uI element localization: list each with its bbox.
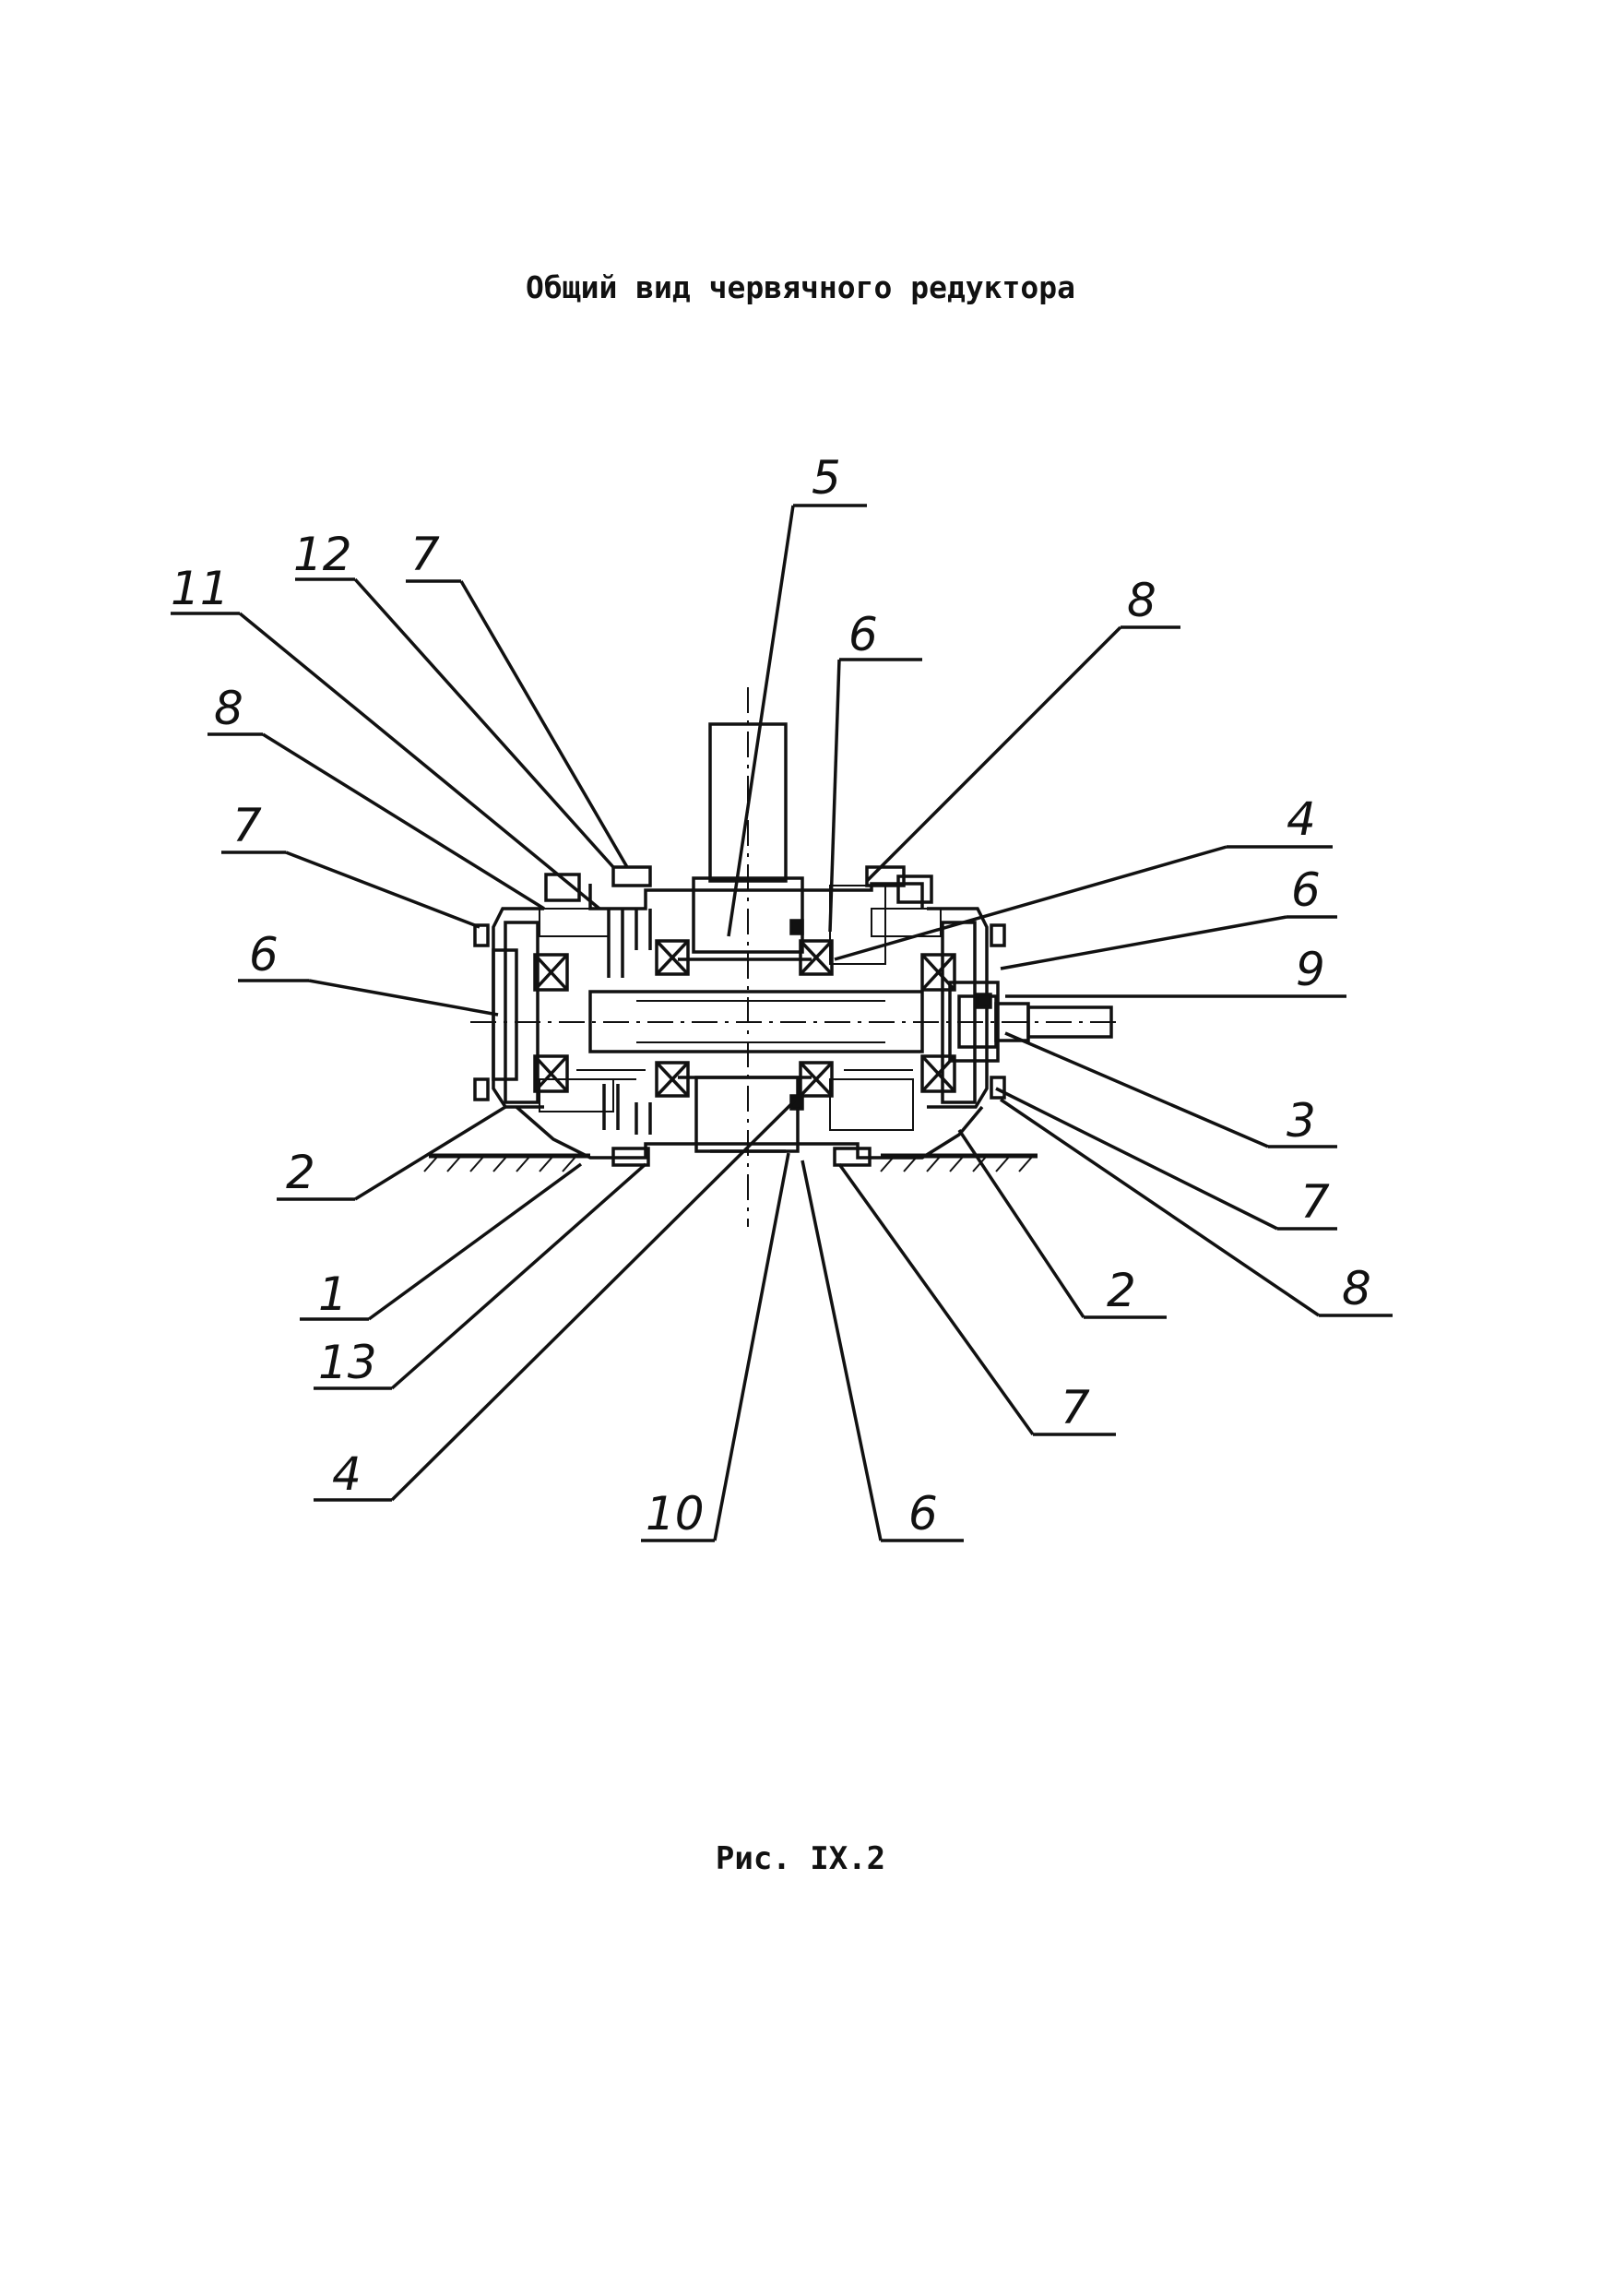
callout-8: 8 (214, 682, 243, 735)
callout-1: 1 (318, 1267, 348, 1321)
callout-13: 13 (318, 1336, 377, 1389)
callout-10: 10 (646, 1487, 705, 1541)
callout-4: 4 (1287, 792, 1316, 846)
callout-5: 5 (812, 451, 841, 505)
figure-caption: Рис. IX.2 (715, 1840, 886, 1877)
callout-labels: 5 7 12 11 8 6 8 7 6 4 6 9 2 3 7 1 2 8 13… (171, 451, 1371, 1541)
housing (473, 865, 1006, 1167)
callout-6: 6 (1291, 863, 1321, 917)
callout-6: 6 (848, 608, 878, 661)
callout-6: 6 (249, 928, 279, 981)
callout-6: 6 (908, 1487, 938, 1541)
callout-11: 11 (171, 562, 230, 615)
callout-7: 7 (232, 799, 262, 852)
worm-wheel (576, 909, 992, 1135)
callout-4: 4 (332, 1447, 362, 1501)
vertical-shaft (692, 687, 804, 1227)
callout-8: 8 (1127, 574, 1156, 627)
bearings (533, 939, 956, 1098)
callout-7: 7 (1300, 1175, 1330, 1229)
callout-7: 7 (410, 528, 440, 581)
leader-lines (171, 504, 1393, 1542)
foundation (423, 1153, 1038, 1172)
callout-2: 2 (1107, 1264, 1136, 1317)
callout-7: 7 (1061, 1381, 1090, 1434)
callout-3: 3 (1287, 1094, 1316, 1148)
callout-2: 2 (286, 1146, 315, 1199)
callout-9: 9 (1296, 943, 1325, 996)
callout-12: 12 (293, 528, 352, 581)
figure-title: Общий вид червячного редуктора (525, 269, 1076, 305)
callout-8: 8 (1342, 1262, 1371, 1315)
worm-shaft (470, 981, 1121, 1063)
